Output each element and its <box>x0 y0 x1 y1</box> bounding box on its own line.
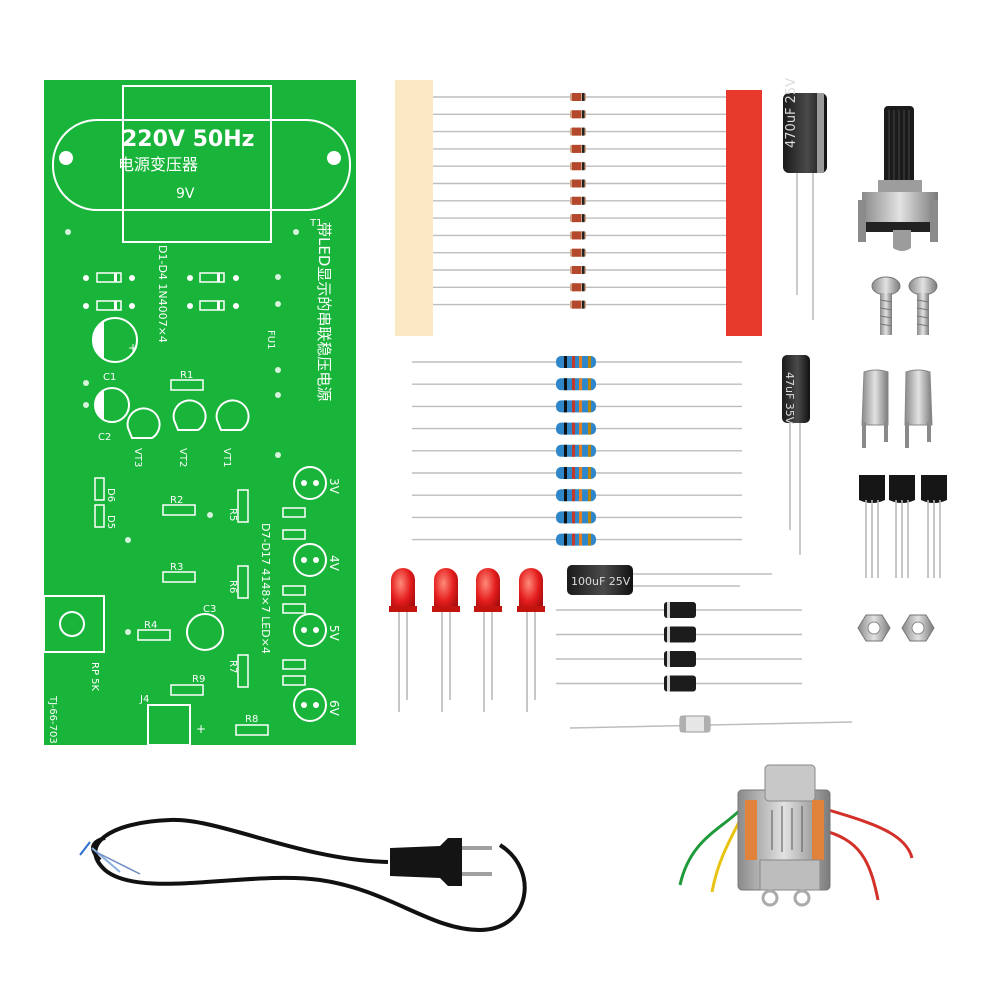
transformer-output-label: 9V <box>176 186 195 202</box>
signal-diode <box>570 214 586 223</box>
voltage-5v: 5V <box>327 625 341 642</box>
r2-label: R2 <box>170 495 183 506</box>
c3-label: C3 <box>203 604 216 615</box>
r8-label: R8 <box>245 714 258 725</box>
signal-diode <box>570 144 586 153</box>
voltage-3v: 3V <box>327 478 341 495</box>
pcb-board: 220V 50Hz 电源变压器 9V T1 D1-D4 1N4007×4 带LE… <box>43 80 356 746</box>
signal-diode <box>570 127 586 136</box>
r3-label: R3 <box>170 562 183 573</box>
screws <box>871 276 938 335</box>
rectifier-diodes <box>556 602 802 692</box>
transistors <box>859 475 947 578</box>
r4-label: R4 <box>144 620 157 631</box>
r1-label: R1 <box>180 370 193 381</box>
rectifier-diode <box>556 626 802 643</box>
r5-label: R5 <box>227 508 238 521</box>
hex-nuts <box>857 614 935 642</box>
cap-axial-value: 100uF 25V <box>571 575 631 588</box>
rectifier-diode <box>556 651 802 667</box>
diode-note: D1-D4 1N4007×4 <box>156 245 169 343</box>
power-cord <box>79 817 527 933</box>
t1-label: T1 <box>309 218 322 229</box>
resistor-set <box>412 356 742 546</box>
glass-fuse <box>569 715 853 733</box>
voltage-4v: 4V <box>327 555 341 572</box>
red-led <box>474 568 502 712</box>
electrolytic-capacitor-large: 470uF 25V <box>783 78 827 320</box>
signal-diode <box>570 110 586 119</box>
power-transformer <box>678 764 914 907</box>
rp-label: RP 5K <box>89 662 100 692</box>
d6-label: D6 <box>105 488 116 502</box>
signal-diode <box>570 179 586 188</box>
signal-diode <box>570 162 586 171</box>
signal-diode <box>570 196 586 205</box>
vt1-label: VT1 <box>221 448 232 467</box>
board-title: 带LED显示的串联稳压电源 <box>315 222 333 401</box>
resistor <box>556 533 596 546</box>
red-led <box>517 568 545 712</box>
resistor <box>556 356 596 368</box>
fuse-clips <box>861 369 933 448</box>
fu1-label: FU1 <box>265 330 276 349</box>
j4-plus: + <box>196 722 206 736</box>
electrolytic-capacitor-small: 47uF 35V <box>782 355 810 555</box>
cap-large-value: 470uF 25V <box>784 78 799 148</box>
transistor <box>889 475 915 578</box>
resistor <box>556 400 596 413</box>
electrolytic-capacitor-axial: 100uF 25V <box>567 565 772 595</box>
red-leds <box>389 568 545 712</box>
transformer-label: 220V 50Hz <box>122 127 254 152</box>
signal-diode <box>570 300 586 309</box>
board-code: TJ-66-703 <box>47 695 58 744</box>
red-led <box>432 568 460 712</box>
signal-diode <box>570 266 586 274</box>
c1-label: C1 <box>103 372 116 383</box>
transistor <box>859 475 885 578</box>
signal-diode <box>570 93 586 101</box>
transformer-cn-label: 电源变压器 <box>118 155 198 174</box>
potentiometer <box>858 106 938 251</box>
r7-label: R7 <box>227 660 238 673</box>
signal-diode <box>570 283 586 292</box>
resistor <box>556 444 596 457</box>
d5-label: D5 <box>105 515 116 529</box>
red-led <box>389 568 417 712</box>
voltage-6v: 6V <box>327 700 341 717</box>
r9-label: R9 <box>192 674 205 685</box>
resistor <box>556 378 596 391</box>
vt2-label: VT2 <box>177 448 188 467</box>
signal-diode <box>570 248 586 257</box>
rectifier-diode <box>556 675 802 692</box>
power-plug <box>390 838 492 886</box>
led-note: D7-D17 4148×7 LED×4 <box>259 523 272 654</box>
cap-small-value: 47uF 35V <box>783 372 796 425</box>
rectifier-diode <box>556 602 802 618</box>
resistor <box>556 467 596 479</box>
resistor <box>556 422 596 435</box>
c2-label: C2 <box>98 432 111 443</box>
c1-plus: + <box>128 341 138 355</box>
signal-diode <box>570 231 586 240</box>
signal-diode-tape <box>395 80 762 336</box>
resistor <box>556 489 596 502</box>
j4-label: J4 <box>139 694 149 705</box>
resistor <box>556 511 596 524</box>
transistor <box>921 475 947 578</box>
vt3-label: VT3 <box>132 448 143 467</box>
r6-label: R6 <box>227 580 238 593</box>
